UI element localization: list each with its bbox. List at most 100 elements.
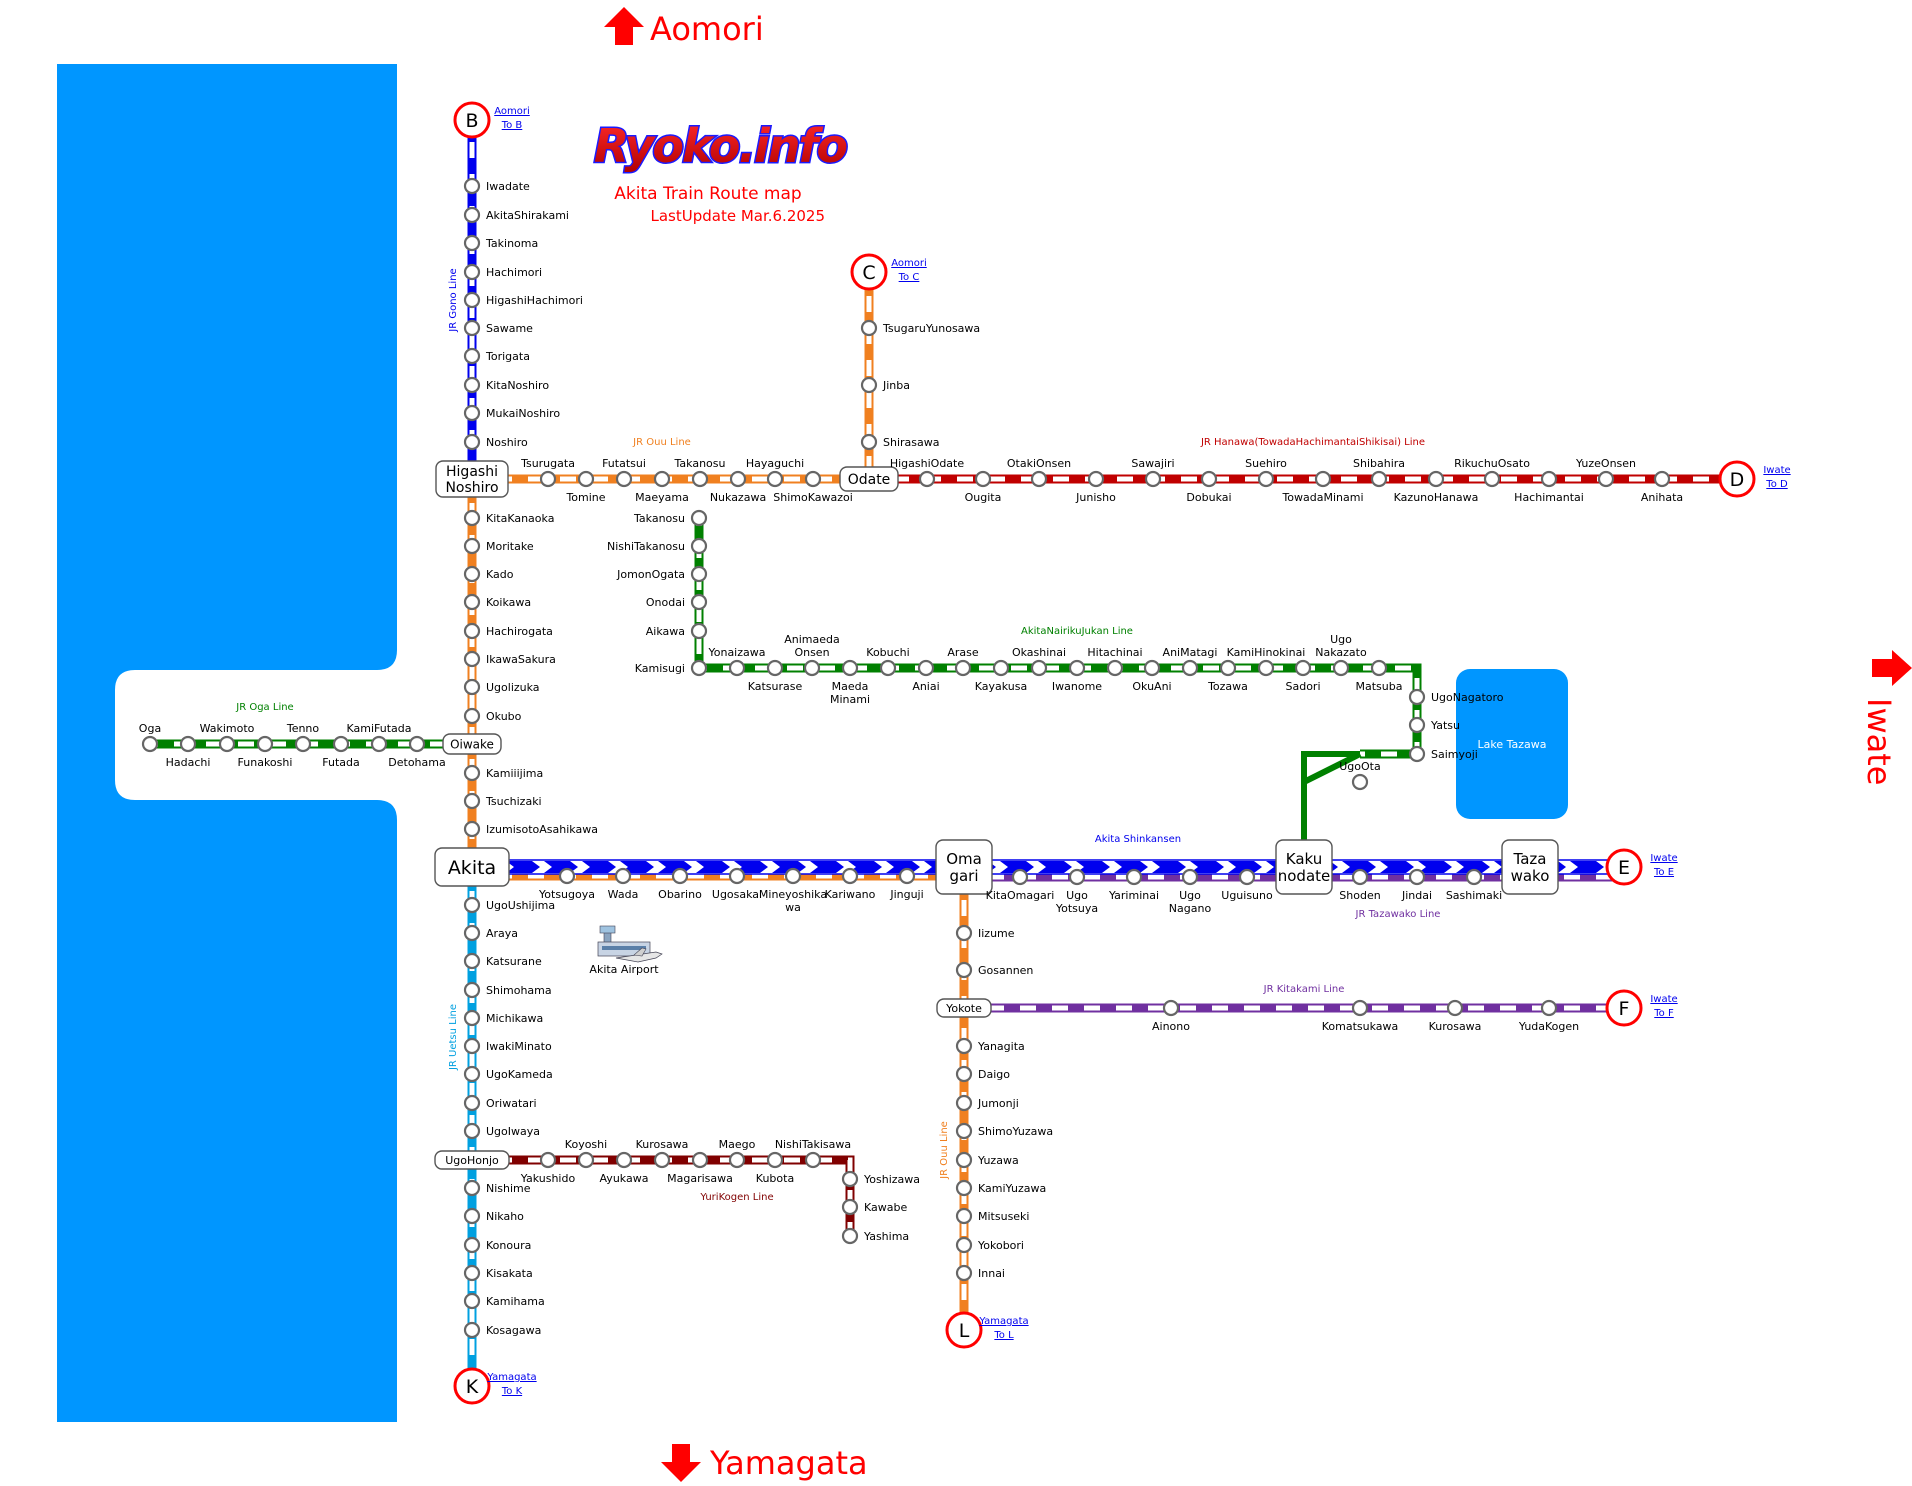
station-nairiku-okuani[interactable] bbox=[1143, 659, 1161, 677]
station-ouu-e-wada[interactable] bbox=[614, 867, 632, 885]
station-oga-tenno[interactable] bbox=[294, 735, 312, 753]
station-uetsu-katsurane[interactable] bbox=[463, 952, 481, 970]
hub-higashi-noshiro[interactable] bbox=[435, 460, 509, 498]
station-oga-detohama[interactable] bbox=[408, 735, 426, 753]
station-ouu-c-kado[interactable] bbox=[463, 565, 481, 583]
station-ouu-c-ikawasakura[interactable] bbox=[463, 650, 481, 668]
station-nairiku-v-aikawa[interactable] bbox=[690, 622, 708, 640]
hub-ugohonjo[interactable] bbox=[434, 1150, 510, 1170]
station-ouu-s-iizume[interactable] bbox=[955, 924, 973, 942]
terminal-to-link-e[interactable]: To E bbox=[1653, 867, 1674, 878]
station-hanawa-anihata[interactable] bbox=[1653, 470, 1671, 488]
terminal-to-link-d[interactable]: To D bbox=[1765, 479, 1788, 490]
station-hanawa-yuzeonsen[interactable] bbox=[1597, 470, 1615, 488]
terminal-to-link-c[interactable]: To C bbox=[898, 272, 920, 283]
station-nairiku-v-takanosu[interactable] bbox=[690, 509, 708, 527]
station-yurikogen-yoshizawa[interactable] bbox=[841, 1170, 859, 1188]
station-ouu-s-innai[interactable] bbox=[955, 1264, 973, 1282]
terminal-k[interactable] bbox=[453, 1367, 491, 1405]
station-nairiku-ugo-nakazato[interactable] bbox=[1332, 659, 1350, 677]
station-nairiku-ugoota[interactable] bbox=[1351, 773, 1369, 791]
station-uetsu-kosagawa[interactable] bbox=[463, 1321, 481, 1339]
station-nairiku-kobuchi[interactable] bbox=[879, 659, 897, 677]
station-nairiku-okashinai[interactable] bbox=[1030, 659, 1048, 677]
station-gono-iwadate[interactable] bbox=[463, 177, 481, 195]
station-hanawa-hachimantai[interactable] bbox=[1540, 470, 1558, 488]
station-hanawa-sawajiri[interactable] bbox=[1144, 470, 1162, 488]
station-ouu-aomori-shirasawa[interactable] bbox=[860, 433, 878, 451]
hub-tazawako[interactable] bbox=[1501, 839, 1559, 895]
station-ouu-e-ugosakai[interactable] bbox=[728, 867, 746, 885]
station-ouu-e-kariwano[interactable] bbox=[841, 867, 859, 885]
station-gono-kitanoshiro[interactable] bbox=[463, 376, 481, 394]
station-kitakami-ainono[interactable] bbox=[1162, 999, 1180, 1017]
station-gono-noshiro[interactable] bbox=[463, 433, 481, 451]
terminal-to-link-b[interactable]: To B bbox=[501, 120, 523, 131]
station-uetsu-kamihama[interactable] bbox=[463, 1292, 481, 1310]
station-ouu-n-hayaguchi[interactable] bbox=[766, 470, 784, 488]
terminal-f[interactable] bbox=[1605, 989, 1643, 1027]
station-nairiku-v-jomonogata[interactable] bbox=[690, 565, 708, 583]
station-nairiku-tozawa[interactable] bbox=[1219, 659, 1237, 677]
station-ouu-s-daigo[interactable] bbox=[955, 1065, 973, 1083]
station-tazawako-shoden[interactable] bbox=[1351, 868, 1369, 886]
station-yurikogen-yakushido[interactable] bbox=[539, 1151, 557, 1169]
station-kitakami-kurosawa[interactable] bbox=[1446, 999, 1464, 1017]
station-uetsu-kisakata[interactable] bbox=[463, 1264, 481, 1282]
station-uetsu-nishime[interactable] bbox=[463, 1179, 481, 1197]
station-nairiku-hitachinai[interactable] bbox=[1106, 659, 1124, 677]
station-ouu-n-takanosu[interactable] bbox=[691, 470, 709, 488]
station-hanawa-dobukai[interactable] bbox=[1200, 470, 1218, 488]
terminal-l[interactable] bbox=[945, 1311, 983, 1349]
station-ouu-s-yanagita[interactable] bbox=[955, 1037, 973, 1055]
station-nairiku-maeda-minami[interactable] bbox=[841, 659, 859, 677]
station-ouu-c-hachirogata[interactable] bbox=[463, 622, 481, 640]
station-yurikogen-yashima[interactable] bbox=[841, 1227, 859, 1245]
station-nairiku-animaeda-onsen[interactable] bbox=[803, 659, 821, 677]
station-uetsu-iwakiminato[interactable] bbox=[463, 1037, 481, 1055]
station-oga-futada[interactable] bbox=[332, 735, 350, 753]
station-ouu-n-tsurugata[interactable] bbox=[539, 470, 557, 488]
station-nairiku-arase[interactable] bbox=[954, 659, 972, 677]
station-ouu-n-maeyama[interactable] bbox=[653, 470, 671, 488]
station-ouu-c-koikawa[interactable] bbox=[463, 593, 481, 611]
station-ouu-c-moritake[interactable] bbox=[463, 537, 481, 555]
station-gono-hachimori[interactable] bbox=[463, 263, 481, 281]
terminal-to-link-f[interactable]: To F bbox=[1653, 1008, 1674, 1019]
station-ouu-s-yuzawa[interactable] bbox=[955, 1151, 973, 1169]
station-hanawa-suehiro[interactable] bbox=[1257, 470, 1275, 488]
station-nairiku-matsuba[interactable] bbox=[1370, 659, 1388, 677]
station-hanawa-higashiodate[interactable] bbox=[918, 470, 936, 488]
terminal-pref-link-c[interactable]: Aomori bbox=[891, 258, 927, 269]
station-kitakami-yudakogen[interactable] bbox=[1540, 999, 1558, 1017]
terminal-pref-link-k[interactable]: Yamagata bbox=[486, 1372, 536, 1383]
station-gono-higashihachimori[interactable] bbox=[463, 291, 481, 309]
station-tazawako-uguisuno[interactable] bbox=[1238, 868, 1256, 886]
hub-akita[interactable] bbox=[434, 847, 510, 887]
station-oga-hadachi[interactable] bbox=[179, 735, 197, 753]
station-uetsu-oriwatari[interactable] bbox=[463, 1094, 481, 1112]
terminal-pref-link-f[interactable]: Iwate bbox=[1650, 994, 1677, 1005]
station-hanawa-junisho[interactable] bbox=[1087, 470, 1105, 488]
station-nairiku-v-kamisugi[interactable] bbox=[690, 659, 708, 677]
station-gono-takinoma[interactable] bbox=[463, 234, 481, 252]
station-tazawako-ugo-yotsuya[interactable] bbox=[1068, 868, 1086, 886]
station-tazawako-yariminai[interactable] bbox=[1125, 868, 1143, 886]
terminal-to-link-k[interactable]: To K bbox=[501, 1386, 523, 1397]
station-oga-oga[interactable] bbox=[141, 735, 159, 753]
station-ouu-e-mineyoshika-wa[interactable] bbox=[784, 867, 802, 885]
station-ouu-s-gosannen[interactable] bbox=[955, 961, 973, 979]
station-nairiku-saimyoji[interactable] bbox=[1408, 745, 1426, 763]
station-uetsu-araya[interactable] bbox=[463, 924, 481, 942]
station-yurikogen-magarisawa[interactable] bbox=[691, 1151, 709, 1169]
station-hanawa-shibahira[interactable] bbox=[1370, 470, 1388, 488]
station-ouu-c-kitakanaoka[interactable] bbox=[463, 509, 481, 527]
station-uetsu-ugoushijima[interactable] bbox=[463, 896, 481, 914]
station-kitakami-komatsukawa[interactable] bbox=[1351, 999, 1369, 1017]
station-ouu-n-tomine[interactable] bbox=[577, 470, 595, 488]
station-ouu-c-okubo[interactable] bbox=[463, 707, 481, 725]
station-nairiku-animatagi[interactable] bbox=[1181, 659, 1199, 677]
station-hanawa-rikuchuosato[interactable] bbox=[1483, 470, 1501, 488]
station-ouu-c-tsuchizaki[interactable] bbox=[463, 792, 481, 810]
station-oga-funakoshi[interactable] bbox=[256, 735, 274, 753]
